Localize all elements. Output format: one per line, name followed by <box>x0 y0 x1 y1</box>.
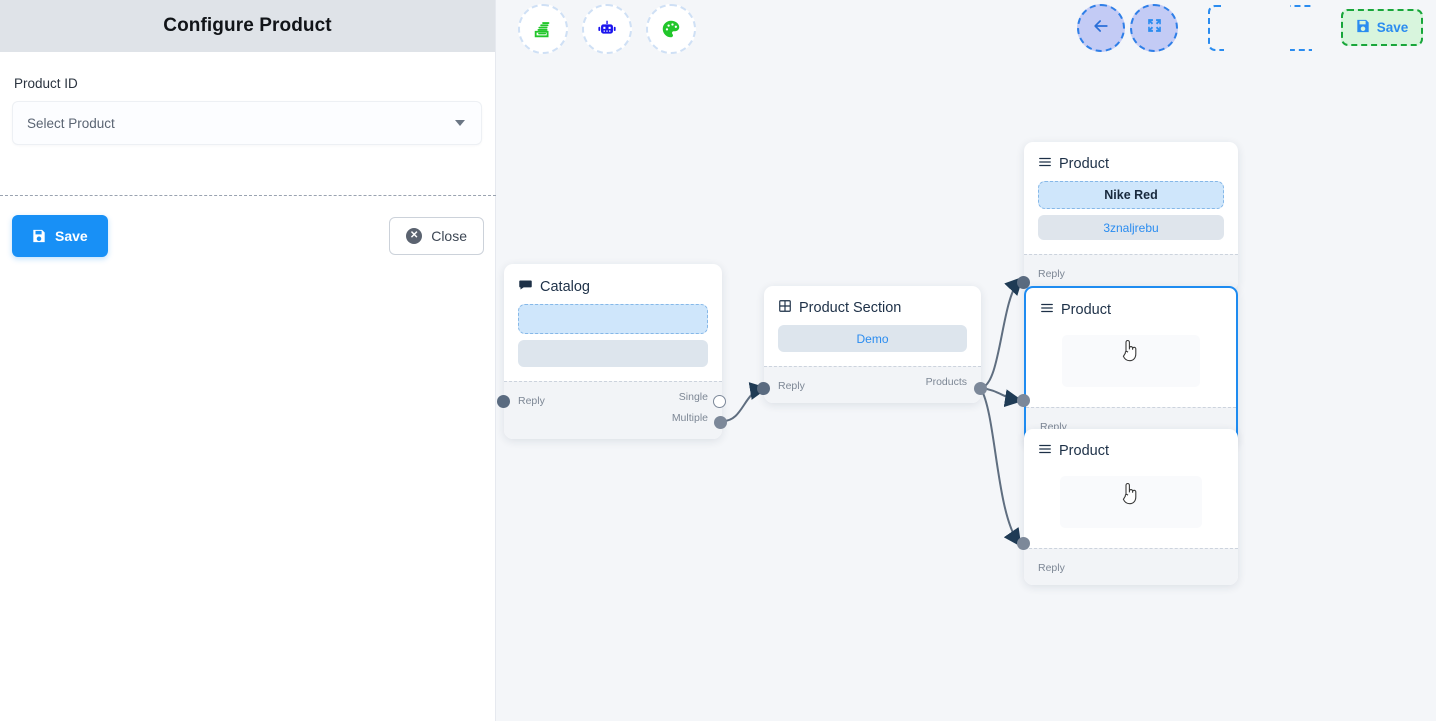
list-lines-icon <box>1040 301 1054 319</box>
node-product-section-header: Product Section <box>764 286 981 325</box>
pointer-hand-cursor <box>1119 338 1141 364</box>
port-dot-reply[interactable] <box>497 395 510 408</box>
node-product-2[interactable]: Product Reply <box>1017 286 1238 446</box>
port-label-products: Products <box>925 376 967 388</box>
pointer-hand-cursor <box>1119 481 1141 507</box>
panel-divider <box>0 195 496 196</box>
node-product-2-title: Product <box>1061 302 1111 318</box>
toolbar-button-stack[interactable] <box>518 4 568 54</box>
compress-arrows-icon <box>1145 16 1164 40</box>
x-circle-icon: ✕ <box>406 228 423 244</box>
node-catalog-slot-0[interactable] <box>518 304 708 334</box>
edge-section-to-product-3 <box>980 388 1022 547</box>
palette-icon <box>660 18 682 40</box>
port-dot-reply[interactable] <box>1017 276 1030 289</box>
floppy-disk-icon <box>1356 19 1370 36</box>
node-product-1-title: Product <box>1059 156 1109 172</box>
configure-product-panel: Configure Product Product ID Select Prod… <box>0 0 496 721</box>
node-product-1-slot-1[interactable]: 3znaljrebu <box>1038 215 1224 240</box>
node-product-3-title: Product <box>1059 443 1109 459</box>
canvas-toolbar: Save <box>496 0 1436 58</box>
panel-body: Product ID Select Product <box>0 52 495 145</box>
port-label-reply: Reply <box>1038 268 1065 280</box>
back-button[interactable] <box>1077 4 1125 52</box>
node-product-section-ports: Reply Products <box>764 366 981 403</box>
port-label-reply: Reply <box>778 380 805 392</box>
table-grid-icon <box>778 299 792 317</box>
floppy-disk-icon <box>32 229 46 243</box>
stack-icon <box>532 18 554 40</box>
node-product-1-slot-0[interactable]: Nike Red <box>1038 181 1224 209</box>
node-product-3-header: Product <box>1024 429 1238 468</box>
node-catalog-ports: Reply Single Multiple <box>504 381 722 439</box>
save-button-label: Save <box>55 228 88 244</box>
node-product-1-body: Nike Red 3znaljrebu <box>1024 181 1238 254</box>
port-label-multiple: Multiple <box>671 412 708 424</box>
node-product-3[interactable]: Product Reply <box>1017 429 1238 585</box>
port-label-single: Single <box>678 391 708 403</box>
list-lines-icon <box>1038 155 1052 173</box>
node-product-section-body: Demo <box>764 325 981 366</box>
save-button[interactable]: Save <box>12 215 108 257</box>
port-dot-products[interactable] <box>974 382 987 395</box>
panel-footer: Save ✕ Close <box>0 196 496 276</box>
node-catalog-slot-1[interactable] <box>518 340 708 367</box>
panel-header: Configure Product <box>0 0 495 52</box>
port-dot-reply[interactable] <box>757 382 770 395</box>
edge-catalog-to-section <box>722 382 768 422</box>
node-product-1[interactable]: Product Nike Red 3znaljrebu Reply <box>1017 142 1238 291</box>
product-id-label: Product ID <box>14 76 78 91</box>
compress-button[interactable] <box>1130 4 1178 52</box>
port-dot-reply[interactable] <box>1017 537 1030 550</box>
node-catalog-title: Catalog <box>540 278 590 295</box>
node-catalog-header: Catalog <box>504 264 722 304</box>
node-product-1-header: Product <box>1024 142 1238 181</box>
chat-bubble-icon <box>518 277 533 296</box>
close-button[interactable]: ✕ Close <box>389 217 484 255</box>
node-product-1-ports: Reply <box>1024 254 1238 291</box>
list-lines-icon <box>1038 442 1052 460</box>
port-dot-reply[interactable] <box>1017 394 1030 407</box>
node-product-2-header: Product <box>1026 288 1236 327</box>
canvas-save-button[interactable]: Save <box>1341 9 1423 46</box>
port-dot-multiple[interactable] <box>714 416 727 429</box>
arrow-left-icon <box>1091 16 1111 41</box>
toolbar-empty-slot[interactable] <box>1208 5 1352 51</box>
flow-canvas[interactable]: Save <box>496 0 1436 721</box>
port-label-reply: Reply <box>518 395 545 407</box>
node-product-section-slot-0[interactable]: Demo <box>778 325 967 352</box>
close-button-label: Close <box>431 228 467 244</box>
edge-section-to-product-1 <box>980 276 1024 389</box>
chevron-down-icon <box>455 120 465 126</box>
toolbar-button-bot[interactable] <box>582 4 632 54</box>
node-product-section[interactable]: Product Section Demo Reply Products <box>757 286 987 403</box>
node-catalog-body <box>504 304 722 381</box>
node-product-section-title: Product Section <box>799 300 902 316</box>
node-product-3-ports: Reply <box>1024 548 1238 585</box>
product-select[interactable]: Select Product <box>12 101 482 145</box>
node-catalog[interactable]: Catalog Reply Single Multiple <box>497 264 727 439</box>
toolbar-button-theme[interactable] <box>646 4 696 54</box>
port-label-reply: Reply <box>1038 562 1065 574</box>
canvas-save-label: Save <box>1376 20 1409 35</box>
robot-icon <box>596 18 618 40</box>
port-dot-single[interactable] <box>713 395 726 408</box>
page-title: Configure Product <box>163 15 332 36</box>
product-select-value: Select Product <box>27 115 115 131</box>
